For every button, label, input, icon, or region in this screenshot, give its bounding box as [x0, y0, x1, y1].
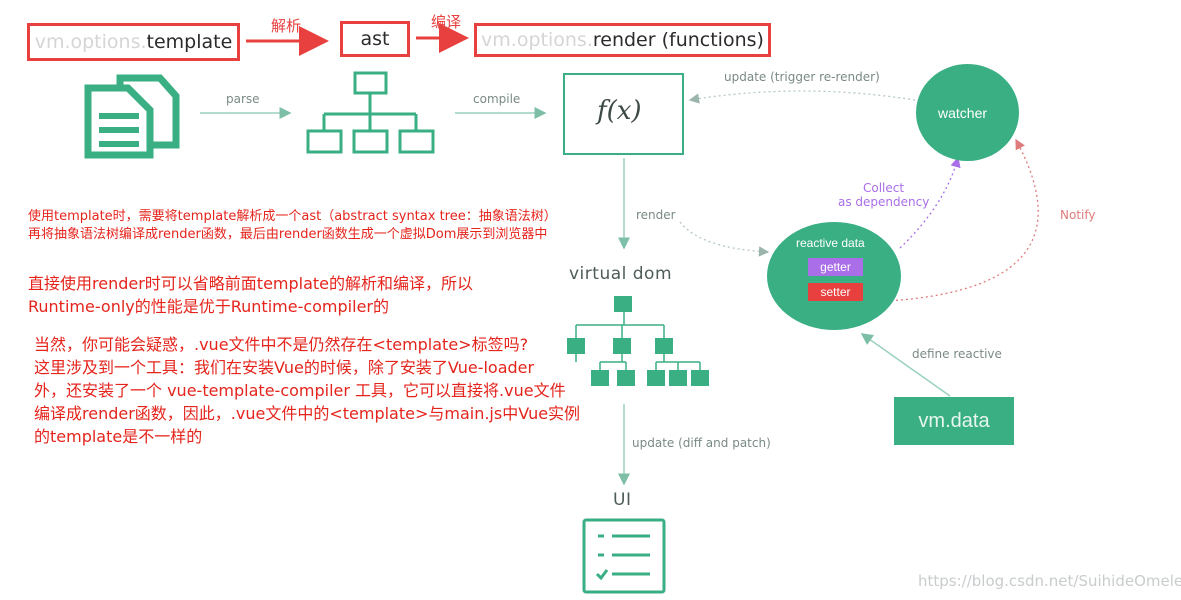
documents-icon: [84, 74, 180, 159]
render-function-box: [563, 73, 684, 155]
note3-line5: 的template是不一样的: [34, 427, 203, 446]
ui-list-icon: [582, 518, 666, 594]
define-reactive-label: define reactive: [912, 347, 1002, 361]
render-touch-arrow: [679, 221, 770, 257]
document-lines: [99, 113, 139, 147]
render-box-main: render (functions): [592, 29, 764, 51]
define-reactive-arrow: [860, 333, 951, 397]
notify-arrow: [865, 138, 1039, 303]
render-box-prefix: vm.options.: [481, 29, 593, 51]
note3-line2: 这里涉及到一个工具：我们在安装Vue的时候，除了安装了Vue-loader: [34, 358, 535, 377]
template-box: vm.options.template: [27, 23, 240, 61]
update-trigger-arrow: [688, 90, 916, 104]
render-box: vm.options.render (functions): [474, 23, 771, 57]
watcher-label: watcher: [938, 105, 988, 121]
note-template-process: 使用template时，需要将template解析成一个ast（abstract…: [28, 209, 557, 242]
note-runtime-only: 直接使用render时可以省略前面template的解析和编译，所以Runtim…: [28, 274, 474, 316]
reactive-data-label: reactive data: [796, 236, 865, 250]
setter-pill: setter: [808, 283, 863, 301]
compile-label: compile: [473, 92, 521, 106]
update-trigger-label: update (trigger re-render): [724, 70, 880, 84]
template-box-main: template: [146, 31, 233, 53]
parse-cn-label: 解析: [271, 17, 302, 35]
render-label: render: [636, 208, 676, 222]
template-box-prefix: vm.options.: [34, 31, 147, 53]
ast-tree-icon: [306, 71, 435, 154]
note3-line1: 当然，你可能会疑惑，.vue文件中不是仍然存在<template>标签吗?: [34, 335, 529, 354]
note3-line3: 外，还安装了一个 vue-template-compiler 工具，它可以直接将…: [34, 381, 566, 400]
vm-data-box: vm.data: [894, 397, 1014, 445]
note3-line4: 编译成render函数，因此，.vue文件中的<template>与main.j…: [34, 404, 581, 423]
virtual-dom-cubes: [567, 296, 709, 386]
virtual-dom-label: virtual dom: [569, 264, 673, 284]
update-diff-label: update (diff and patch): [632, 436, 771, 450]
collect-label-line2: as dependency: [838, 195, 930, 209]
parse-label: parse: [226, 92, 260, 106]
ui-list-lines: [595, 534, 650, 581]
getter-pill: getter: [808, 258, 863, 276]
watcher-circle: [916, 64, 1019, 161]
ui-label: UI: [613, 490, 632, 510]
reactive-data-circle: [767, 222, 901, 330]
watermark: https://blog.csdn.net/SuihideOmelet: [918, 572, 1181, 590]
ast-box: ast: [340, 21, 410, 57]
notify-label: Notify: [1060, 208, 1096, 222]
ast-box-main: ast: [360, 28, 390, 50]
fx-label: f(x): [597, 96, 642, 126]
note-vue-template-compiler: 当然，你可能会疑惑，.vue文件中不是仍然存在<template>标签吗? 这里…: [34, 333, 614, 448]
collect-label-line1: Collect: [863, 181, 905, 195]
virtual-dom-tree: [575, 312, 701, 370]
